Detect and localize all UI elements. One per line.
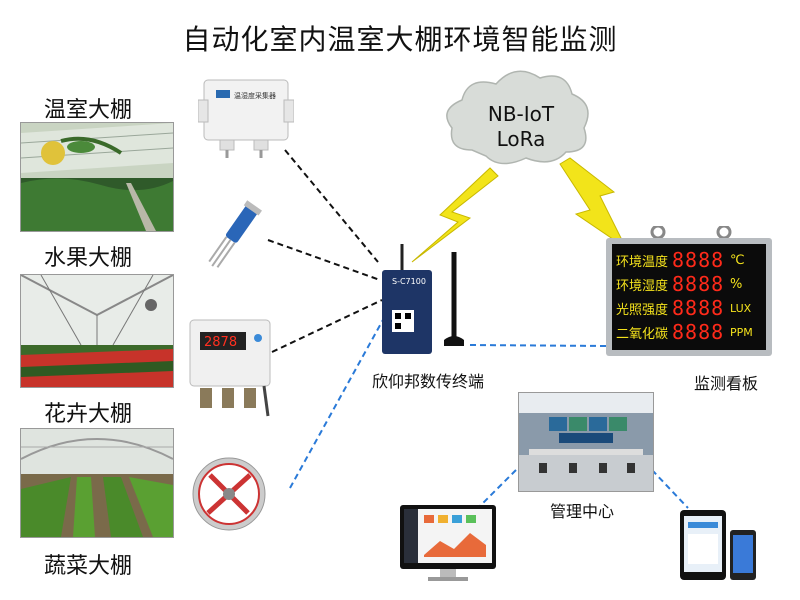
board-row-digits: 8888 xyxy=(672,320,725,344)
board-row-name: 环境温度 xyxy=(616,254,669,270)
board-row-name: 二氧化碳 xyxy=(616,326,669,342)
link-controller-terminal xyxy=(271,299,383,353)
black-dashed-links xyxy=(267,149,383,353)
management-center-label: 管理中心 xyxy=(550,502,615,521)
board-row-unit: ℃ xyxy=(730,252,745,268)
soil-sensor-probe xyxy=(200,196,264,276)
desktop-monitor xyxy=(400,505,496,585)
board-row-digits: 8888 xyxy=(672,272,725,296)
board-label: 监测看板 xyxy=(694,374,759,393)
page-title: 自动化室内温室大棚环境智能监测 xyxy=(182,23,618,56)
link-center-desktop xyxy=(477,469,517,509)
board-row-temperature: 环境温度 8888 ℃ xyxy=(616,248,766,272)
management-center-photo xyxy=(518,392,654,492)
board-row-name: 环境湿度 xyxy=(616,278,669,294)
link-terminal-board xyxy=(469,344,609,347)
temperature-humidity-collector: 温湿度采集器 xyxy=(197,70,295,160)
board-row-name: 光照强度 xyxy=(616,302,669,318)
ventilation-fan xyxy=(190,455,268,533)
blue-dashed-links xyxy=(289,317,689,509)
lightning-icon-left xyxy=(411,167,499,263)
data-terminal-device: S-C7100 xyxy=(378,240,474,360)
board-rows: 环境温度 8888 ℃ 环境湿度 8888 % 光照强度 8888 LUX 二氧… xyxy=(616,248,766,344)
controller-display: 2878 xyxy=(204,335,237,350)
tablet-and-phone xyxy=(680,510,760,584)
link-collector-terminal xyxy=(284,149,379,263)
board-row-digits: 8888 xyxy=(672,248,725,272)
board-row-unit: PPM xyxy=(730,325,753,339)
board-row-co2: 二氧化碳 8888 PPM xyxy=(616,320,766,344)
scene-label-fruit: 水果大棚 xyxy=(44,246,133,271)
scene-label-flower: 花卉大棚 xyxy=(44,402,133,427)
board-row-unit: % xyxy=(730,276,743,292)
scene-label-vegetable: 蔬菜大棚 xyxy=(44,554,133,579)
monitoring-board: 环境温度 8888 ℃ 环境湿度 8888 % 光照强度 8888 LUX 二氧… xyxy=(606,224,772,356)
collector-text: 温湿度采集器 xyxy=(234,91,276,100)
cloud-icon xyxy=(446,70,589,165)
board-row-humidity: 环境湿度 8888 % xyxy=(616,272,766,296)
board-row-unit: LUX xyxy=(730,301,752,315)
lightning-icon-right xyxy=(559,157,628,250)
cloud-protocol-line1: NB-IoT xyxy=(488,102,555,126)
terminal-label: 欣仰邦数传终端 xyxy=(372,372,485,391)
link-center-tablet xyxy=(651,469,689,509)
router-model: S-C7100 xyxy=(392,277,426,286)
board-row-digits: 8888 xyxy=(672,296,725,320)
link-probe-terminal xyxy=(267,239,381,281)
environment-controller: 2878 xyxy=(186,318,274,418)
scene-label-greenhouse: 温室大棚 xyxy=(44,98,133,123)
vegetable-greenhouse-photo xyxy=(20,428,174,538)
fruit-greenhouse-photo xyxy=(20,274,174,388)
board-row-light: 光照强度 8888 LUX xyxy=(616,296,766,320)
link-fan-terminal xyxy=(289,317,385,489)
greenhouse-photo xyxy=(20,122,174,232)
cloud-protocol-line2: LoRa xyxy=(497,127,546,151)
